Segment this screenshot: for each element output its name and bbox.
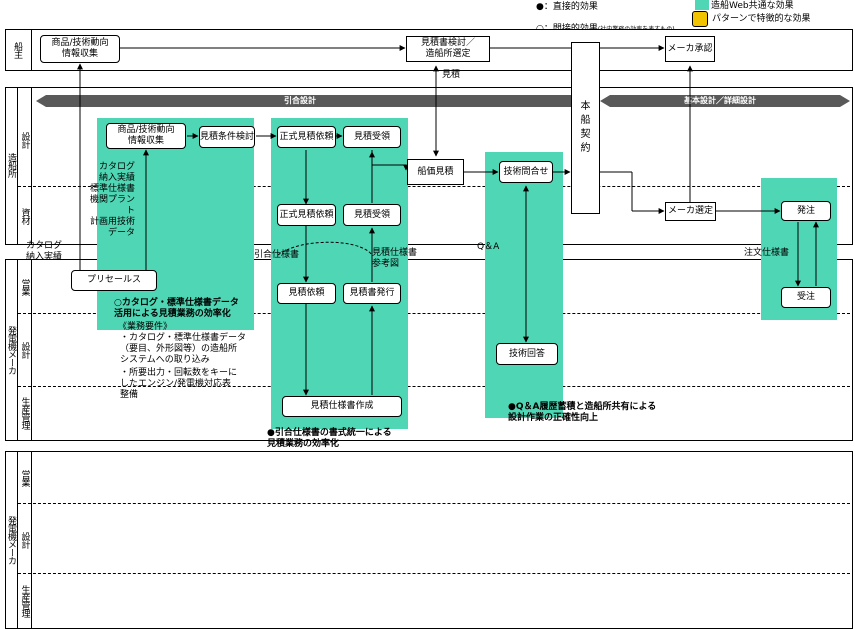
owner-quote-review-box[interactable]: 見積書検討／ 造船所選定 <box>406 36 490 62</box>
quote-issue-box[interactable]: 見積書発行 <box>343 283 401 304</box>
requirement-2: ・所要出力・回転数をキーに したエンジン/発電機対応表 整備 <box>120 368 238 400</box>
phase-right-label: 基本設計／詳細設計 <box>684 96 756 105</box>
lane-label-maker1: 発電機メーカ <box>6 326 16 374</box>
lane-label-owner: 船主 <box>12 42 22 58</box>
quote-request-box[interactable]: 見積依頼 <box>277 283 336 304</box>
tech-answer-box[interactable]: 技術回答 <box>496 343 558 365</box>
formal-request-box-2[interactable]: 正式見積依頼 <box>277 204 336 226</box>
qa-label: Q＆A <box>477 242 500 252</box>
quote-received-box-2[interactable]: 見積受領 <box>343 204 401 226</box>
maker-approval-box[interactable]: メーカ承認 <box>665 36 715 62</box>
maker1-label-divider-b <box>31 259 32 440</box>
maker1-label-divider-a <box>17 259 18 440</box>
catalog-delivery-label: カタログ 納入実績 <box>26 241 63 262</box>
shipyard-sub-divider <box>18 186 850 187</box>
order-spec-label: 注文仕様書 <box>744 248 790 258</box>
catalog-effect-note: ○カタログ・標準仕様書データ 活用による見積業務の効率化 <box>114 298 239 319</box>
work-requirements-heading: 《業務要件》 <box>118 322 173 332</box>
order-box[interactable]: 発注 <box>781 201 831 221</box>
presales-box[interactable]: プリセールス <box>71 270 157 291</box>
owner-info-box[interactable]: 商品/技術動向 情報収集 <box>40 35 120 63</box>
lane-label-maker2: 発電機メーカ <box>6 516 16 564</box>
catalog-list-label: カタログ 納入実績 標準仕様書 機関プラント 計画用技術 データ <box>89 162 135 238</box>
maker2-label-divider-b <box>31 451 32 628</box>
maker1-sub-divider-2 <box>18 386 850 387</box>
requirement-1: ・カタログ・標準仕様書データ （要目、外形図等）の造船所 システムへの取り込み <box>120 333 247 365</box>
qa-effect-note: ●Q＆A履歴蓄積と造船所共有による 設計作業の正確性向上 <box>508 402 657 423</box>
lane-label-maker2-sales: 営業 <box>19 470 30 486</box>
contract-box[interactable]: 本 船 契 約 <box>571 42 600 214</box>
lane-label-maker1-design: 設計 <box>19 342 30 358</box>
lane-label-shipyard-material: 資材 <box>19 208 30 224</box>
lane-label-maker1-sales: 営業 <box>19 279 30 295</box>
inquiry-effect-note: ●引合仕様書の書式統一による 見積業務の効率化 <box>267 428 392 449</box>
maker2-sub-divider-1 <box>18 503 850 504</box>
yard-info-box[interactable]: 商品/技術動向 情報収集 <box>106 123 186 149</box>
order-receive-box[interactable]: 受注 <box>781 287 831 308</box>
quote-label: 見積 <box>442 70 461 80</box>
maker2-label-divider-a <box>17 451 18 628</box>
maker2-sub-divider-2 <box>18 573 850 574</box>
inquiry-spec-label: 引合仕様書 <box>254 250 300 260</box>
phase-left-label: 引合設計 <box>284 96 316 105</box>
quote-conditions-box[interactable]: 見積条件検討 <box>199 126 255 148</box>
quote-spec-ref-label: 見積仕様書 参考図 <box>372 248 418 269</box>
shipyard-label-divider-a <box>17 87 18 244</box>
spec-create-box[interactable]: 見積仕様書作成 <box>282 396 402 417</box>
formal-request-box-1[interactable]: 正式見積依頼 <box>277 126 336 148</box>
lane-label-maker2-design: 設計 <box>19 532 30 548</box>
tech-inquiry-box[interactable]: 技術問合せ <box>499 161 553 183</box>
quote-received-box-1[interactable]: 見積受領 <box>343 126 401 148</box>
lane-label-shipyard-design: 設計 <box>19 132 30 148</box>
shipyard-label-divider-b <box>31 87 32 244</box>
ship-price-box[interactable]: 船価見積 <box>407 159 464 185</box>
effect-region-catalog <box>97 118 254 330</box>
legend-common-swatch <box>695 0 709 10</box>
owner-label-divider <box>31 29 32 70</box>
lane-label-maker1-prod: 生産管理 <box>19 397 30 429</box>
lane-label-maker2-prod: 生産管理 <box>19 585 30 617</box>
legend-pattern: パターンで特徴的な効果 <box>712 14 811 24</box>
effect-region-inquiry <box>271 118 408 429</box>
legend-direct: ●：直接的効果 <box>536 2 598 12</box>
legend-common: 造船Web共通な効果 <box>711 1 794 11</box>
lane-label-shipyard: 造船所 <box>6 153 16 177</box>
legend-pattern-swatch <box>692 11 708 27</box>
maker-select-box[interactable]: メーカ選定 <box>665 202 716 221</box>
maker1-sub-divider-1 <box>18 313 850 314</box>
